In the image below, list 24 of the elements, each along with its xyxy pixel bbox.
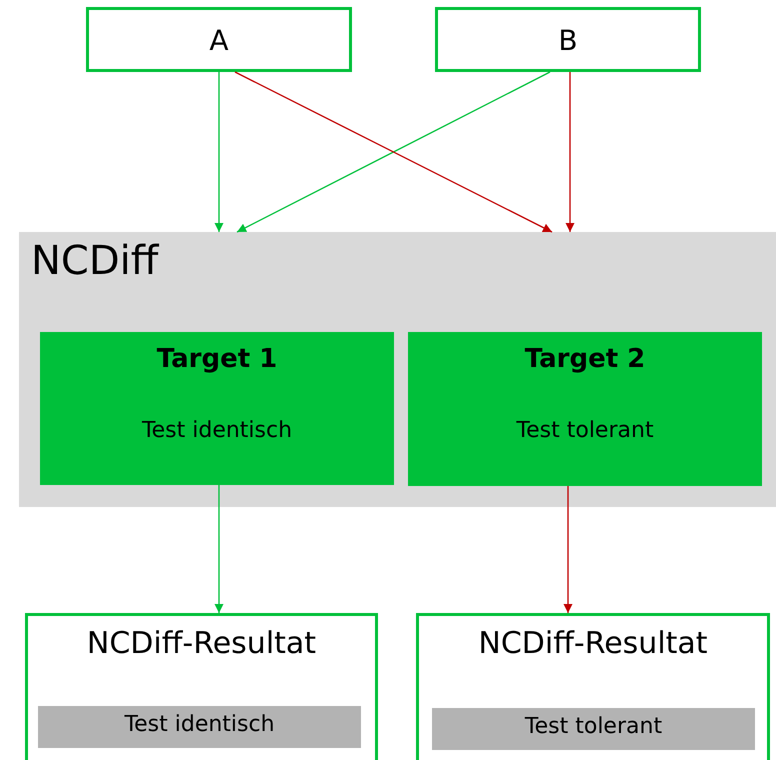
panel-title: NCDiff (31, 238, 158, 284)
target-box (408, 332, 762, 486)
arrow (214, 72, 224, 232)
input-box (435, 7, 701, 72)
arrow (565, 72, 575, 232)
node-label: A (208, 24, 230, 57)
input-box (86, 7, 352, 72)
result-bar (38, 706, 361, 748)
target-title: Target 2 (524, 344, 646, 374)
group-panel (19, 232, 776, 507)
target-box (40, 332, 394, 485)
result-box (25, 613, 378, 760)
bar-text: Test identisch (123, 712, 276, 737)
target-text: Test identisch (140, 418, 294, 443)
node-label: B (557, 24, 579, 57)
target-title: Target 1 (156, 344, 278, 374)
result-box (416, 613, 770, 760)
result-title: NCDiff-Resultat (86, 626, 318, 661)
arrow (214, 485, 224, 613)
target-text: Test tolerant (515, 418, 655, 443)
result-bar (432, 708, 755, 750)
result-title: NCDiff-Resultat (477, 626, 709, 661)
arrow (563, 486, 573, 613)
bar-text: Test tolerant (524, 714, 664, 739)
